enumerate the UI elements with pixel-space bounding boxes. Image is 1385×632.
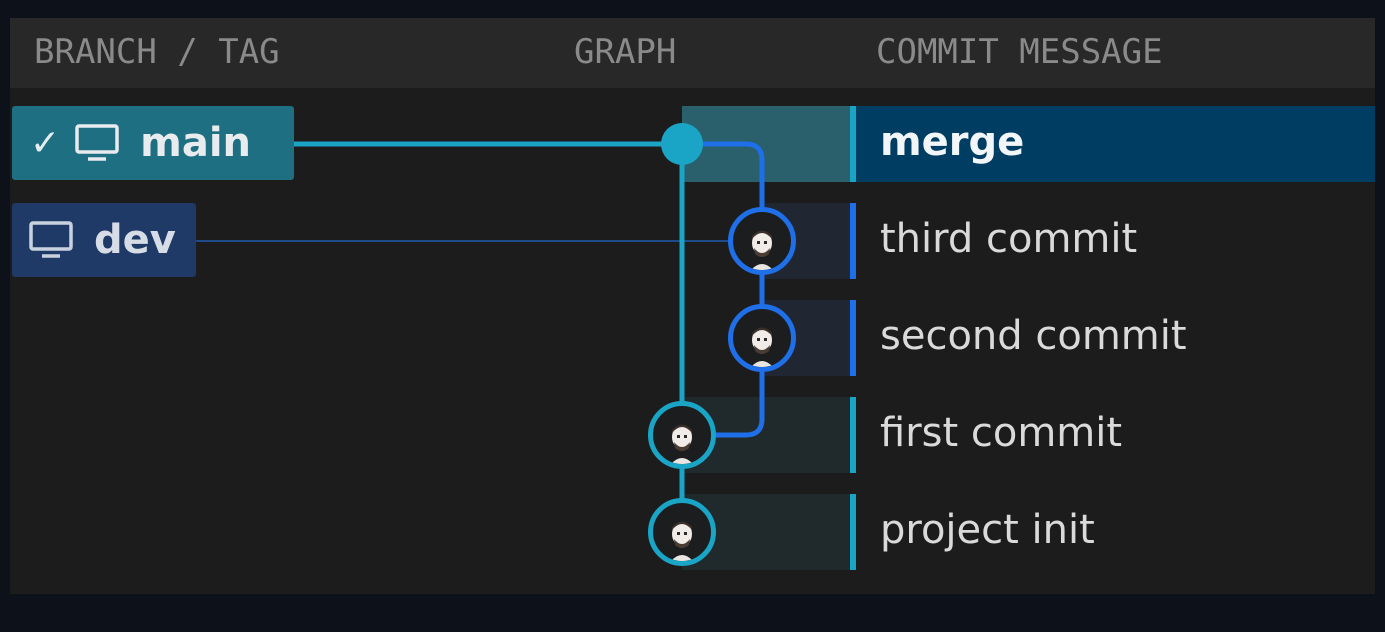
commit-row-third-commit[interactable]: third commit bbox=[850, 203, 1375, 279]
computer-icon bbox=[75, 124, 119, 161]
branch-name: main bbox=[140, 120, 252, 166]
lane-color-bar bbox=[850, 106, 856, 182]
branch-label-main[interactable]: ✓ main bbox=[12, 106, 294, 180]
avatar-face-icon bbox=[751, 327, 773, 367]
column-header: BRANCH / TAG GRAPH COMMIT MESSAGE bbox=[10, 18, 1375, 88]
commit-message: second commit bbox=[880, 313, 1187, 359]
avatar-face-icon bbox=[751, 230, 773, 270]
commit-message: third commit bbox=[880, 216, 1138, 262]
commit-message: merge bbox=[880, 119, 1025, 165]
lane-color-bar bbox=[850, 203, 856, 279]
branch-label-dev[interactable]: dev bbox=[12, 203, 196, 277]
lane-color-bar bbox=[850, 300, 856, 376]
avatar[interactable] bbox=[648, 401, 716, 469]
avatar-face-icon bbox=[671, 521, 693, 561]
commit-row-merge[interactable]: merge bbox=[850, 106, 1375, 182]
commit-graph-panel: BRANCH / TAG GRAPH COMMIT MESSAGE merge … bbox=[10, 18, 1375, 594]
branch-name: dev bbox=[94, 217, 176, 263]
column-header-graph: GRAPH bbox=[574, 32, 677, 72]
avatar[interactable] bbox=[728, 207, 796, 275]
dev-lane-line bbox=[682, 141, 765, 438]
lane-color-bar bbox=[850, 397, 856, 473]
commit-message: first commit bbox=[880, 410, 1123, 456]
checkmark-icon: ✓ bbox=[30, 122, 61, 164]
lane-color-bar bbox=[850, 494, 856, 570]
avatar-face-icon bbox=[671, 424, 693, 464]
commit-message: project init bbox=[880, 507, 1095, 553]
column-header-branch-tag: BRANCH / TAG bbox=[34, 32, 280, 72]
avatar[interactable] bbox=[648, 498, 716, 566]
column-header-commit-message: COMMIT MESSAGE bbox=[876, 32, 1163, 72]
computer-icon bbox=[29, 221, 73, 258]
commit-row-project-init[interactable]: project init bbox=[850, 494, 1375, 570]
commit-row-first-commit[interactable]: first commit bbox=[850, 397, 1375, 473]
merge-commit-node bbox=[661, 123, 703, 165]
commit-row-second-commit[interactable]: second commit bbox=[850, 300, 1375, 376]
avatar[interactable] bbox=[728, 304, 796, 372]
